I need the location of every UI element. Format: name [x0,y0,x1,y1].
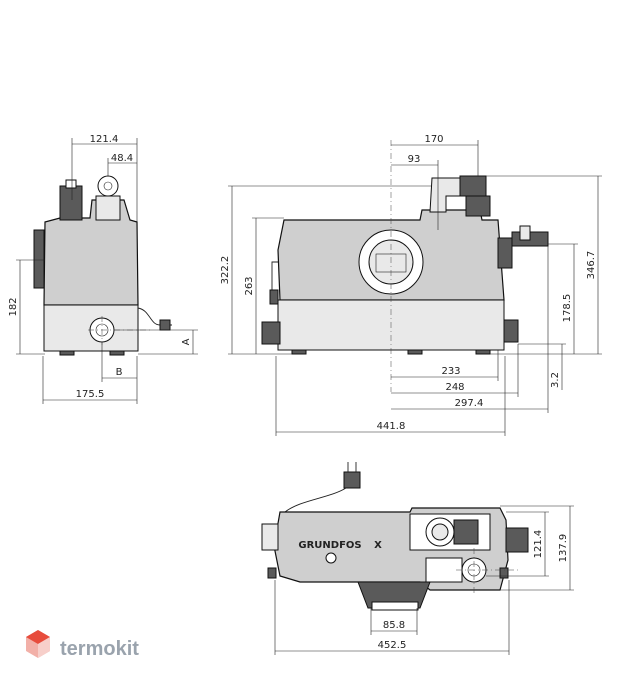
side-dim-48: 48.4 [111,153,133,164]
front-dim-346: 346.7 [586,251,597,280]
side-dim-a: A [181,338,192,345]
watermark-logo: termokit [26,630,139,660]
front-dim-263: 263 [244,276,255,295]
top-cable [284,487,347,513]
side-grip [33,229,45,289]
front-dim-441: 441.8 [377,421,406,432]
side-outlet [97,175,119,197]
top-brand: GRUNDFOS [298,540,361,551]
top-dim-85: 85.8 [383,620,405,631]
top-dim-121: 121.4 [533,530,544,559]
watermark-text: termokit [60,638,139,660]
side-dim-121: 121.4 [90,134,119,145]
front-dim-93: 93 [408,154,421,165]
side-view: 121.4 48.4 182 A B 175.5 [8,134,198,404]
top-dim-137: 137.9 [558,534,569,563]
top-plug [343,471,361,489]
front-view: 170 93 322.2 263 346.7 178.5 3.2 233 2 [220,134,602,436]
front-dim-170: 170 [424,134,443,145]
front-dim-3-2: 3.2 [550,372,561,388]
side-inlet-pipe [59,185,83,221]
front-dim-322: 322.2 [220,256,231,285]
front-dim-297: 297.4 [455,398,484,409]
side-dim-182: 182 [8,297,19,316]
front-elbow [429,177,461,213]
front-dim-233: 233 [441,366,460,377]
top-view: GRUNDFOS X 121.4 137.9 [261,462,574,655]
top-dim-452: 452.5 [378,640,407,651]
side-dim-175: 175.5 [76,389,105,400]
side-tank [43,199,139,306]
front-dim-248: 248 [445,382,464,393]
side-dim-b: B [116,367,123,378]
top-brand-suffix: X [374,540,382,551]
front-dim-178: 178.5 [562,294,573,323]
